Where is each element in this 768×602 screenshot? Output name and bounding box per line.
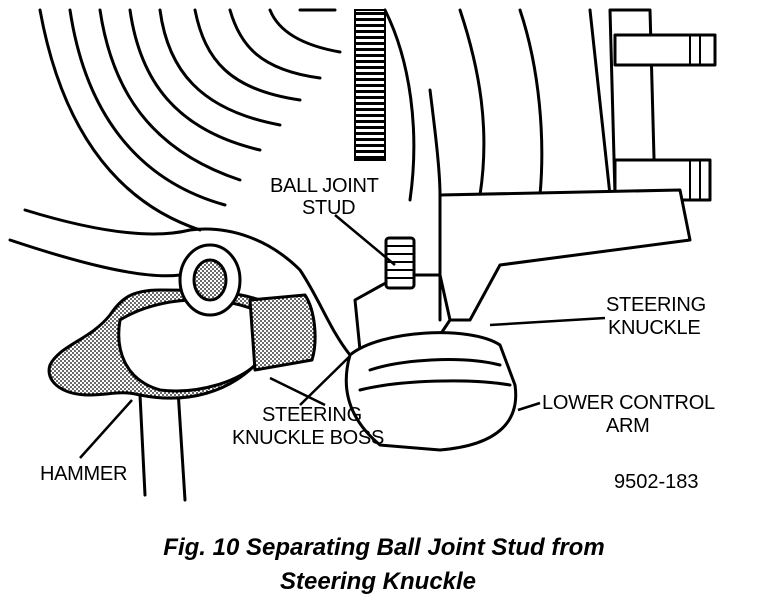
- ball-joint-stud: [384, 236, 416, 290]
- label-steering-knuckle-line1: STEERING: [606, 294, 706, 316]
- leader-hammer: [79, 399, 133, 459]
- lower-control-arm: [8, 208, 518, 452]
- drive-axle-boot: [354, 8, 612, 202]
- label-hammer: HAMMER: [40, 463, 127, 485]
- wheel-hub: [608, 8, 717, 202]
- label-lower-control-arm-line1: LOWER CONTROL: [542, 392, 715, 414]
- figure-caption-line1: Fig. 10 Separating Ball Joint Stud from: [163, 534, 605, 561]
- coil-spring: [38, 8, 342, 232]
- label-steering-knuckle-boss-line1: STEERING: [262, 404, 362, 426]
- leader-lower-control-arm: [517, 401, 541, 412]
- figure-code: 9502-183: [614, 471, 699, 493]
- label-steering-knuckle-boss-line2: KNUCKLE BOSS: [232, 427, 384, 449]
- hammer: [47, 243, 317, 502]
- label-lower-control-arm-line2: ARM: [606, 415, 650, 437]
- figure-caption-line2: Steering Knuckle: [279, 568, 477, 595]
- leader-hammer-head: [269, 376, 326, 407]
- leader-steering-knuckle: [489, 316, 606, 327]
- label-ball-joint-stud-line2: STUD: [302, 197, 355, 219]
- label-ball-joint-stud-line1: BALL JOINT: [270, 175, 379, 197]
- label-steering-knuckle-line2: KNUCKLE: [608, 317, 700, 339]
- leader-ball-joint-stud: [334, 214, 396, 266]
